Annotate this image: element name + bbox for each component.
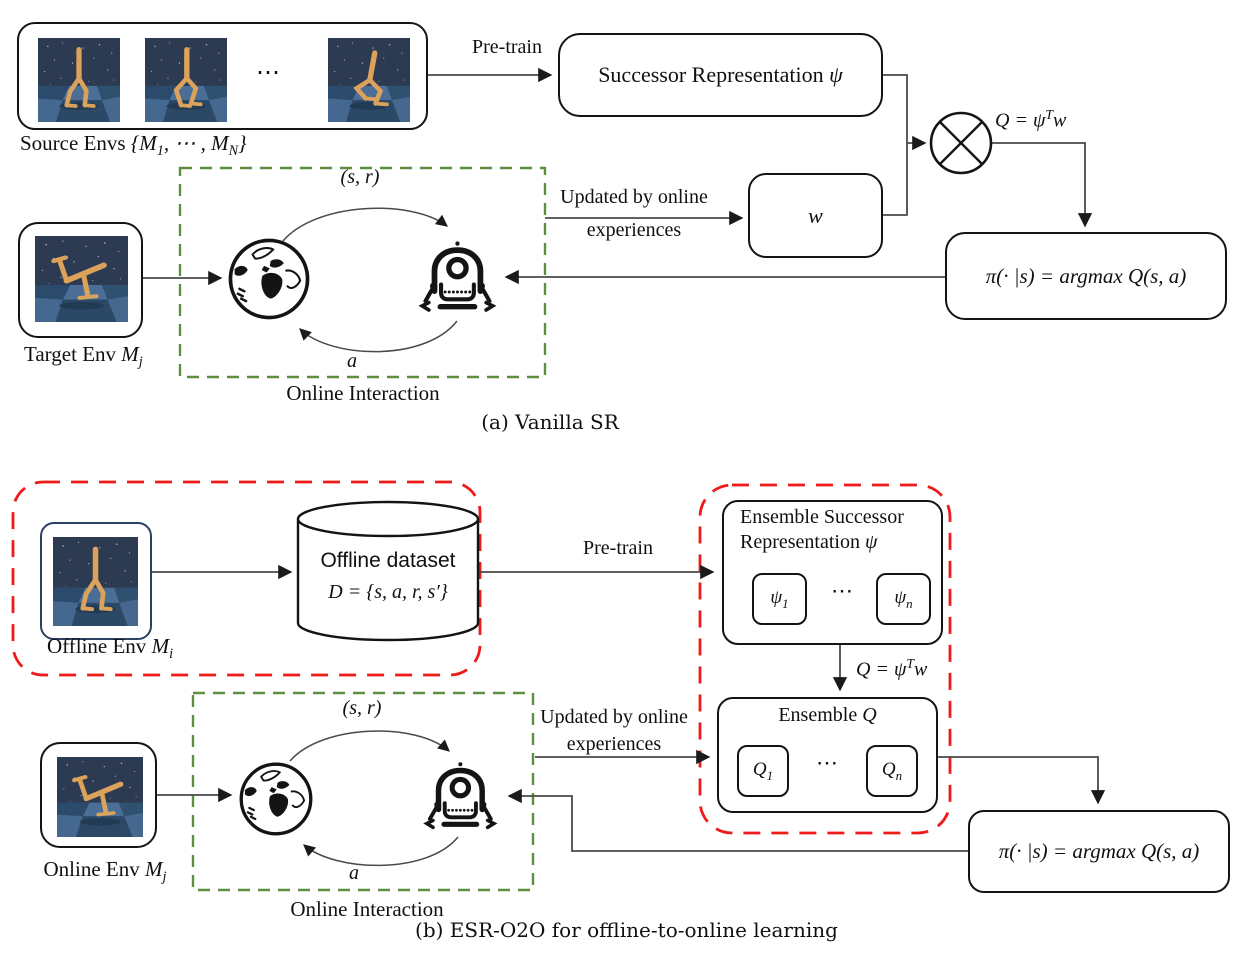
arrows-panel-a: [143, 67, 1093, 353]
policy-box-b: π(· |s) = argmax Q(s, a): [968, 810, 1230, 893]
walker-image-2: [145, 38, 227, 122]
ensemble-sr-title-line1: Ensemble Successor: [740, 506, 904, 528]
q-1-box: Q1: [737, 745, 789, 797]
arrows-panel-b: [152, 564, 1106, 867]
caption-b: (b) ESR-O2O for offline-to-online learni…: [415, 918, 838, 942]
online-interaction-label-b: Online Interaction: [290, 897, 444, 921]
action-label-b: a: [349, 862, 359, 884]
ensemble-q-title: Ensemble Q: [778, 704, 877, 726]
online-interaction-region-a: [178, 166, 547, 379]
robot-icon-a: [422, 241, 493, 310]
q-formula-label-b: Q = ψTw: [856, 656, 928, 681]
policy-box-a: π(· |s) = argmax Q(s, a): [945, 232, 1227, 320]
w-box: w: [748, 173, 883, 258]
offline-env-label: Offline Env Mi: [46, 634, 174, 663]
source-envs-ellipsis: ⋯: [256, 60, 280, 86]
pretrain-label-b: Pre-train: [583, 537, 653, 559]
robot-icon-b: [427, 762, 494, 827]
online-interaction-label-a: Online Interaction: [286, 381, 440, 405]
hopper-image-b: [57, 757, 143, 837]
walker-image-1: [38, 38, 120, 122]
updated-by-online-label-a: Updated by online: [560, 186, 708, 208]
ensemble-sr-title-line2: Representation ψ: [740, 531, 878, 553]
q-formula-label-a: Q = ψTw: [995, 107, 1067, 132]
walker-image-offline: [53, 537, 138, 626]
caption-a: (a) Vanilla SR: [481, 410, 619, 434]
database-icon: [296, 500, 480, 642]
updated-by-online-label-b: Updated by online: [540, 706, 688, 728]
pretrain-label-a: Pre-train: [472, 36, 542, 58]
globe-icon-a: [228, 238, 310, 320]
ensemble-sr-ellipsis: ⋯: [831, 578, 853, 603]
offline-dataset-formula: D = {s, a, r, s′}: [328, 581, 448, 603]
multiply-icon: [929, 111, 993, 175]
ensemble-q-ellipsis: ⋯: [816, 750, 838, 775]
globe-icon-b: [239, 762, 313, 836]
walker-image-3: [328, 38, 410, 122]
psi-1-box: ψ1: [752, 573, 807, 625]
experiences-label-a: experiences: [586, 219, 682, 241]
offline-dataset-title: Offline dataset: [320, 549, 456, 572]
source-envs-label: Source Envs {M1, ⋯ , MN}: [20, 131, 247, 160]
state-reward-label-b: (s, r): [342, 697, 382, 719]
online-env-label: Online Env Mj: [43, 857, 167, 886]
hopper-image-a: [35, 236, 128, 322]
target-env-label: Target Env Mj: [24, 342, 143, 371]
experiences-label-b: experiences: [566, 733, 662, 755]
q-n-box: Qn: [866, 745, 918, 797]
psi-n-box: ψn: [876, 573, 931, 625]
ensemble-region: [698, 483, 952, 835]
state-reward-label-a: (s, r): [340, 166, 380, 188]
offline-pretrain-region: [11, 480, 482, 677]
action-label-a: a: [347, 350, 357, 372]
successor-representation-box: Successor Representation ψ: [558, 33, 883, 117]
online-interaction-region-b: [191, 691, 535, 892]
